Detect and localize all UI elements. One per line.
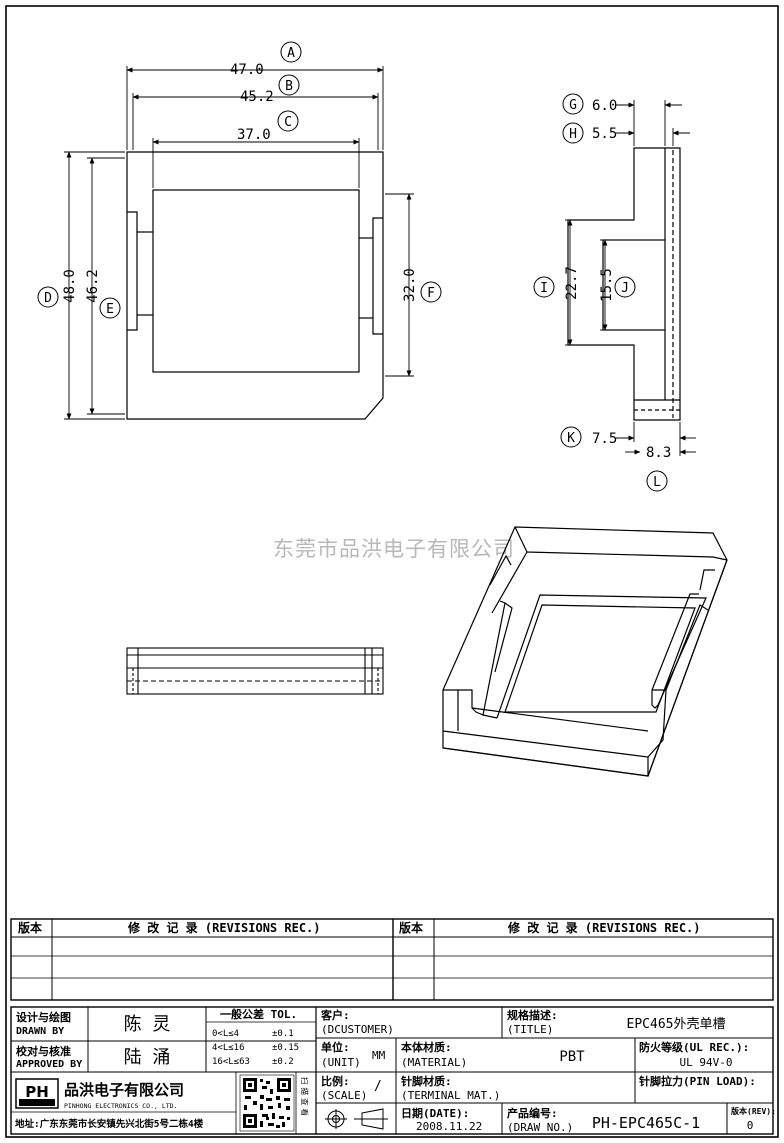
customer-value: (DCUSTOMER) [321, 1023, 394, 1036]
drawn-name: 陈 灵 [124, 1014, 171, 1035]
date-value: 2008.11.22 [416, 1120, 482, 1133]
dim-22-7: 22.7 [564, 266, 580, 300]
terminal-label-en: (TERMINAL MAT.) [401, 1089, 500, 1102]
isometric-view [442, 526, 728, 777]
rev-col-version-left: 版本 [18, 920, 42, 935]
drawno-label-en: (DRAW NO.) [507, 1121, 573, 1134]
revision-table [10, 918, 774, 1001]
title-block-grid [10, 1006, 774, 1135]
drawno-value: PH-EPC465C-1 [592, 1114, 700, 1132]
tol-value-3: ±0.2 [272, 1057, 294, 1067]
rev-label: 版本(REV): [730, 1106, 776, 1116]
tol-value-1: ±0.1 [272, 1029, 294, 1039]
company-name-cn: 品洪电子有限公司 [64, 1081, 184, 1099]
callout-g: G [569, 98, 577, 113]
customer-label: 客户: [320, 1008, 350, 1022]
scale-label-cn: 比例: [321, 1074, 350, 1088]
title-label-en: (TITLE) [507, 1023, 553, 1036]
company-logo-text: PH [25, 1083, 49, 1101]
dim-15-5: 15.5 [599, 268, 615, 302]
callout-h: H [569, 127, 577, 142]
dim-7-5: 7.5 [592, 431, 617, 447]
callout-j: J [621, 281, 629, 296]
title-label-cn: 规格描述: [507, 1008, 558, 1022]
date-label: 日期(DATE): [401, 1106, 469, 1120]
top-view-dimensions [64, 66, 414, 420]
dim-37-0: 37.0 [237, 127, 271, 143]
callout-k: K [567, 431, 575, 446]
rev-col-record-right: 修 改 记 录 (REVISIONS REC.) [507, 920, 701, 935]
unit-label-en: (UNIT) [321, 1056, 361, 1069]
dim-32-0: 32.0 [402, 268, 418, 302]
tol-range-1: 0<L≤4 [212, 1029, 239, 1039]
terminal-label-cn: 针脚材质: [401, 1074, 452, 1088]
material-value: PBT [559, 1049, 585, 1065]
unit-value: MM [372, 1049, 386, 1062]
tolerance-title: 一般公差 TOL. [220, 1007, 297, 1021]
dim-47-0: 47.0 [230, 62, 264, 78]
ul-value: UL 94V-0 [680, 1056, 733, 1069]
sheet-border [5, 5, 779, 1138]
qr-caption: 扫描查看 [300, 1077, 310, 1119]
rev-value: 0 [747, 1119, 754, 1132]
callout-c: C [284, 115, 292, 130]
callout-d: D [44, 291, 52, 306]
tol-range-3: 16<L≤63 [212, 1057, 250, 1067]
projection-symbol-icon [325, 1108, 388, 1130]
drawn-label-cn: 设计与绘图 [16, 1010, 71, 1024]
material-label-cn: 本体材质: [401, 1040, 452, 1054]
scale-value: / [374, 1079, 382, 1094]
qr-code-icon [239, 1074, 295, 1132]
approved-label-cn: 校对与核准 [16, 1044, 71, 1058]
material-label-en: (MATERIAL) [401, 1056, 467, 1069]
ul-label: 防火等级(UL REC.): [639, 1040, 749, 1054]
rev-col-version-right: 版本 [399, 920, 423, 935]
pin-load-label: 针脚拉力(PIN LOAD): [639, 1074, 756, 1088]
dim-6-0: 6.0 [592, 98, 617, 114]
tol-range-2: 4<L≤16 [212, 1043, 245, 1053]
tol-value-2: ±0.15 [272, 1043, 299, 1053]
top-view [126, 151, 384, 420]
rev-col-record-left: 修 改 记 录 (REVISIONS REC.) [127, 920, 321, 935]
front-view [126, 647, 384, 695]
dim-48-0: 48.0 [62, 269, 78, 303]
approved-name: 陆 涌 [124, 1047, 171, 1068]
company-logo: PH [15, 1078, 59, 1109]
callout-b: B [285, 79, 293, 94]
watermark: 东莞市品洪电子有限公司 [273, 537, 515, 561]
company-address: 地址:广东东莞市长安镇先兴北街5号二栋4楼 [15, 1118, 204, 1130]
callout-f: F [427, 286, 435, 301]
approved-label-en: APPROVED BY [16, 1059, 82, 1070]
callout-l: L [653, 475, 661, 490]
unit-label-cn: 单位: [321, 1040, 350, 1054]
callout-i: I [540, 281, 548, 296]
callout-e: E [106, 302, 114, 317]
dim-45-2: 45.2 [240, 89, 274, 105]
callout-a: A [287, 46, 295, 61]
drawno-label-cn: 产品编号: [507, 1106, 558, 1120]
scale-label-en: (SCALE) [321, 1089, 367, 1102]
dim-8-3: 8.3 [646, 445, 671, 461]
dim-46-2: 46.2 [85, 269, 101, 303]
drawn-label-en: DRAWN BY [16, 1026, 64, 1037]
side-view-dimensions [565, 100, 696, 456]
title-value: EPC465外壳单槽 [627, 1017, 726, 1032]
dim-5-5: 5.5 [592, 126, 617, 142]
company-name-en: PINHONG ELECTRONICS CO., LTD. [64, 1102, 178, 1110]
